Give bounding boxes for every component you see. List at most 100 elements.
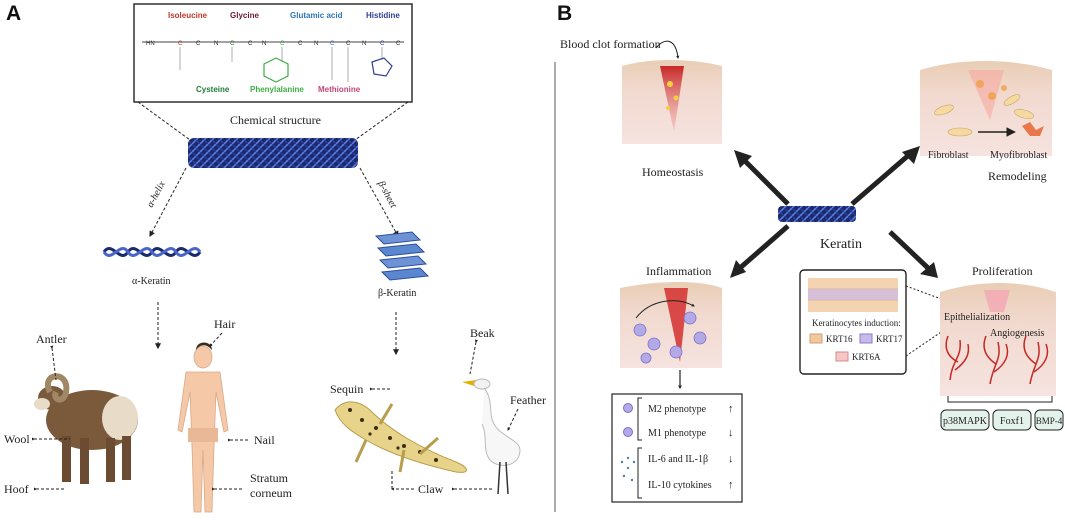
keratin-fiber [188,138,358,168]
amino-acid-name: Isoleucine [168,11,208,20]
antler-pointer [50,345,57,381]
blood-clot-arrow [655,40,680,59]
fibroblast-label: Fibroblast [928,150,969,161]
angiogenesis-label: Angiogenesis [990,328,1045,339]
svg-text:C: C [178,41,183,47]
svg-text:C: C [380,41,385,47]
amino-acid-name: Glycine [230,11,259,20]
homeostasis-label: Homeostasis [642,165,704,179]
svg-text:N: N [262,41,266,47]
myofibroblast-label: Myofibroblast [990,150,1047,161]
svg-text:C: C [396,41,401,47]
leopard-gecko-illustration [334,401,467,473]
beta-keratin-sheet [374,231,430,281]
beak-pointer [469,339,478,375]
marker-label: Foxf1 [1000,416,1024,427]
svg-text:C: C [330,41,335,47]
svg-text:N: N [362,41,366,47]
keratinocytes-connector [905,285,945,301]
signaling-markers: p38MAPK Foxf1 BMP-4 [940,396,1064,431]
arrow-head [734,150,752,168]
alpha-helix-label: α-helix [145,179,168,209]
remodeling-label: Remodeling [988,169,1047,183]
keratinocytes-induction-label: Keratinocytes induction: [812,318,901,328]
feather-pointer [507,408,519,431]
connector-line [354,101,409,141]
keratinocytes-connector [905,329,945,357]
phenyl-ring [263,57,289,83]
svg-text:C: C [196,41,201,47]
panel-a-label: A [6,2,21,25]
chemical-structure-label: Chemical structure [230,113,321,127]
homeostasis-skin-illustration [622,60,722,144]
svg-text:C: C [230,41,235,47]
feather-label: Feather [510,393,546,407]
inflammation-effects-box: M2 phenotype ↑ M1 phenotype ↓ IL-6 and I… [611,393,743,503]
krt6a-label: KRT6A [852,352,881,362]
connector-line [137,101,191,141]
chemical-structure-box: Isoleucine Glycine Glutamic acid Histidi… [133,3,413,103]
human-figure-illustration [177,342,229,513]
hoof-label: Hoof [4,482,29,496]
beak-label: Beak [470,326,495,340]
svg-text:N: N [314,41,318,47]
inflammation-label: Inflammation [646,264,711,278]
effect-arrow: ↓ [728,453,734,465]
imidazole-ring [371,57,393,77]
arrow-head [920,262,938,278]
beta-arrow [359,167,399,238]
beta-sheet-label: β-sheet [375,178,399,210]
keratin-label: Keratin [820,237,862,252]
svg-text:C: C [346,41,351,47]
amino-acid-name: Glutamic acid [290,11,343,20]
nail-label: Nail [254,433,275,447]
marker-label: BMP-4 [1036,416,1063,426]
stratum-label: Stratum [250,471,289,485]
krt17-label: KRT17 [876,334,903,344]
svg-text:C: C [280,41,285,47]
epithelialization-label: Epithelialization [944,312,1010,323]
alpha-arrow [149,167,187,238]
corneum-label: corneum [250,486,293,500]
effect-arrow: ↑ [728,403,734,415]
blood-clot-label: Blood clot formation [560,37,661,51]
keratinocytes-induction-box: Keratinocytes induction: KRT16 KRT17 KRT… [799,269,907,375]
amino-acid-name: Histidine [366,11,400,20]
arrow-head [902,146,920,164]
inflammation-skin-illustration [620,282,722,368]
marker-label: p38MAPK [943,416,988,427]
panel-b-label: B [557,2,572,25]
krt16-label: KRT16 [826,334,853,344]
amino-acid-name: Methionine [318,85,361,94]
amino-acid-name: Phenylalanine [250,85,304,94]
bighorn-sheep-illustration [34,373,138,484]
alpha-keratin-helix [102,247,202,257]
proliferation-label: Proliferation [972,264,1033,278]
effect-text: IL-6 and IL-1β [648,454,708,465]
wool-label: Wool [4,432,30,446]
claw-label: Claw [418,482,444,496]
effect-arrow: ↓ [728,427,734,439]
sequin-label: Sequin [330,382,363,396]
hair-pointer [209,332,223,347]
amino-acid-name: Cysteine [196,85,230,94]
svg-text:C: C [298,41,303,47]
effect-text: M2 phenotype [648,404,707,415]
effect-arrow: ↑ [728,479,734,491]
effect-text: IL-10 cytokines [648,480,712,491]
svg-text:C: C [248,41,253,47]
beta-keratin-label: β-Keratin [378,288,416,299]
egret-illustration [462,378,521,495]
remodeling-skin-illustration [920,61,1052,156]
svg-text:HN: HN [146,41,155,47]
alpha-keratin-label: α-Keratin [132,276,171,287]
svg-text:N: N [214,41,218,47]
keratin-role-arrows [738,152,930,270]
hair-label: Hair [214,317,235,331]
proliferation-skin-illustration [940,283,1056,396]
keratin-fiber-center [778,206,856,222]
arrow-head [730,260,746,278]
antler-label: Antler [36,332,67,346]
effect-text: M1 phenotype [648,428,707,439]
